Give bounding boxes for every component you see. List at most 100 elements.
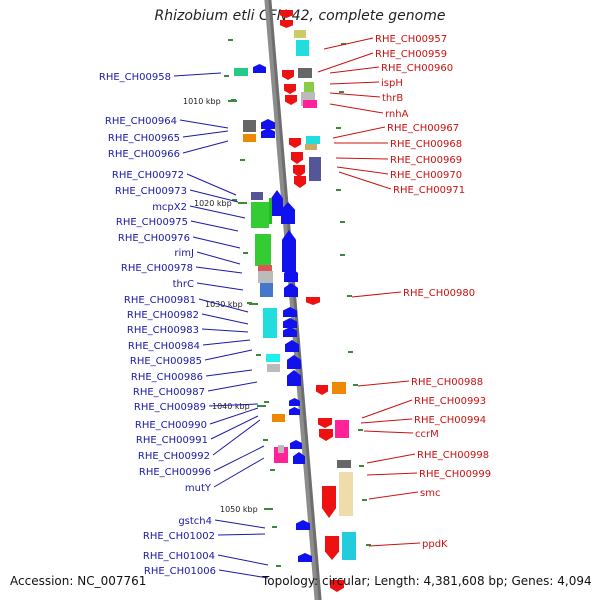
right-gene-label: RHE_CH00959 xyxy=(375,49,447,60)
gene-block xyxy=(306,136,320,144)
left-leader-line xyxy=(189,205,246,219)
left-leader-line xyxy=(202,339,251,346)
accession-text: Accession: NC_007761 xyxy=(10,574,147,588)
right-leader-line xyxy=(360,418,413,424)
left-leader-line xyxy=(201,313,249,325)
right-gene-label: RHE_CH00960 xyxy=(381,63,453,74)
forward-gene-arrow xyxy=(298,553,312,562)
right-leader-line xyxy=(351,291,402,298)
right-gene-label: RHE_CH00998 xyxy=(417,450,489,461)
reverse-gene-arrow xyxy=(280,20,293,28)
right-leader-line xyxy=(336,166,389,175)
gene-block xyxy=(269,198,272,224)
right-gene-label: ccrM xyxy=(415,429,439,440)
forward-gene-arrow xyxy=(283,307,297,317)
reverse-gene-arrow xyxy=(325,536,339,560)
left-leader-line xyxy=(186,173,237,196)
reverse-gene-arrow xyxy=(322,486,336,518)
gene-block xyxy=(266,354,280,362)
forward-gene-arrow xyxy=(261,128,275,138)
left-gene-label: RHE_CH01002 xyxy=(143,531,215,542)
forward-gene-arrow xyxy=(253,64,266,73)
left-gene-label: RHE_CH00996 xyxy=(139,467,211,478)
forward-gene-arrow xyxy=(289,407,300,415)
left-gene-label: RHE_CH00981 xyxy=(124,295,196,306)
left-leader-line xyxy=(204,349,253,361)
left-leader-line xyxy=(217,533,266,536)
left-leader-line xyxy=(195,266,243,274)
reverse-gene-arrow xyxy=(316,385,328,395)
left-gene-label: RHE_CH00958 xyxy=(99,72,171,83)
forward-gene-arrow xyxy=(282,230,296,272)
reverse-gene-arrow xyxy=(294,176,306,188)
gene-block xyxy=(305,144,317,150)
left-gene-label: RHE_CH00992 xyxy=(138,451,210,462)
right-gene-label: RHE_CH00969 xyxy=(390,155,462,166)
forward-gene-arrow xyxy=(281,202,295,224)
gene-block xyxy=(243,120,256,132)
right-leader-line xyxy=(317,52,374,73)
forward-gene-arrow xyxy=(283,318,297,328)
left-leader-line xyxy=(173,72,222,77)
right-leader-line xyxy=(329,103,384,114)
reverse-gene-arrow xyxy=(280,10,293,18)
left-gene-label: RHE_CH01004 xyxy=(143,551,215,562)
gene-block xyxy=(258,271,273,283)
left-gene-label: RHE_CH00990 xyxy=(135,420,207,431)
left-gene-label: gstch4 xyxy=(178,516,212,527)
right-leader-line xyxy=(366,472,418,476)
reverse-gene-arrow xyxy=(306,297,320,305)
gene-block xyxy=(251,202,269,228)
right-gene-label: ppdK xyxy=(422,539,448,550)
forward-gene-arrow xyxy=(271,190,283,216)
reverse-gene-arrow xyxy=(330,580,344,592)
gene-block xyxy=(339,472,353,516)
forward-gene-arrow xyxy=(283,327,297,337)
forward-gene-arrow xyxy=(285,340,299,352)
right-gene-label: RHE_CH00970 xyxy=(390,170,462,181)
left-gene-label: RHE_CH00978 xyxy=(121,263,193,274)
left-leader-line xyxy=(212,419,261,456)
right-gene-label: RHE_CH00999 xyxy=(419,469,491,480)
right-leader-line xyxy=(329,66,380,74)
forward-gene-arrow xyxy=(296,520,310,530)
right-leader-line xyxy=(368,542,421,547)
forward-gene-arrow xyxy=(261,119,275,129)
left-leader-line xyxy=(217,554,269,566)
left-gene-label: RHE_CH00986 xyxy=(131,372,203,383)
right-leader-line xyxy=(332,126,386,139)
kbp-tick-label: 1020 kbp xyxy=(194,199,232,208)
reverse-gene-arrow xyxy=(285,95,297,105)
left-leader-line xyxy=(213,445,265,472)
reverse-gene-arrow xyxy=(289,138,301,148)
left-gene-label: rimJ xyxy=(174,248,194,259)
map-title: Rhizobium etli CFN 42, complete genome xyxy=(154,8,446,24)
gene-block xyxy=(294,30,306,38)
kbp-tick-label: 1040 kbp xyxy=(212,402,250,411)
forward-gene-arrow xyxy=(287,355,301,369)
left-gene-label: RHE_CH00987 xyxy=(133,387,205,398)
left-leader-line xyxy=(196,251,241,265)
left-leader-line xyxy=(190,220,239,232)
right-gene-label: ispH xyxy=(381,78,403,89)
forward-gene-arrow xyxy=(287,370,301,386)
kbp-tick-label: 1050 kbp xyxy=(220,505,258,514)
right-gene-label: RHE_CH00957 xyxy=(375,34,447,45)
right-leader-line xyxy=(338,171,392,190)
right-gene-label: RHE_CH00971 xyxy=(393,185,465,196)
forward-gene-arrow xyxy=(293,452,305,464)
gene-block xyxy=(251,192,263,200)
left-leader-line xyxy=(196,282,244,291)
left-leader-line xyxy=(210,415,259,440)
kbp-tick-label: 1010 kbp xyxy=(183,97,221,106)
left-gene-label: RHE_CH00966 xyxy=(108,149,180,160)
forward-gene-arrow xyxy=(289,398,300,406)
right-gene-label: RHE_CH00980 xyxy=(403,288,475,299)
left-gene-label: thrC xyxy=(173,279,194,290)
left-gene-label: RHE_CH00984 xyxy=(128,341,200,352)
right-leader-line xyxy=(357,380,410,387)
right-gene-label: smc xyxy=(420,488,440,499)
left-leader-line xyxy=(179,119,229,129)
forward-gene-arrow xyxy=(290,440,302,449)
gene-block xyxy=(272,414,285,422)
